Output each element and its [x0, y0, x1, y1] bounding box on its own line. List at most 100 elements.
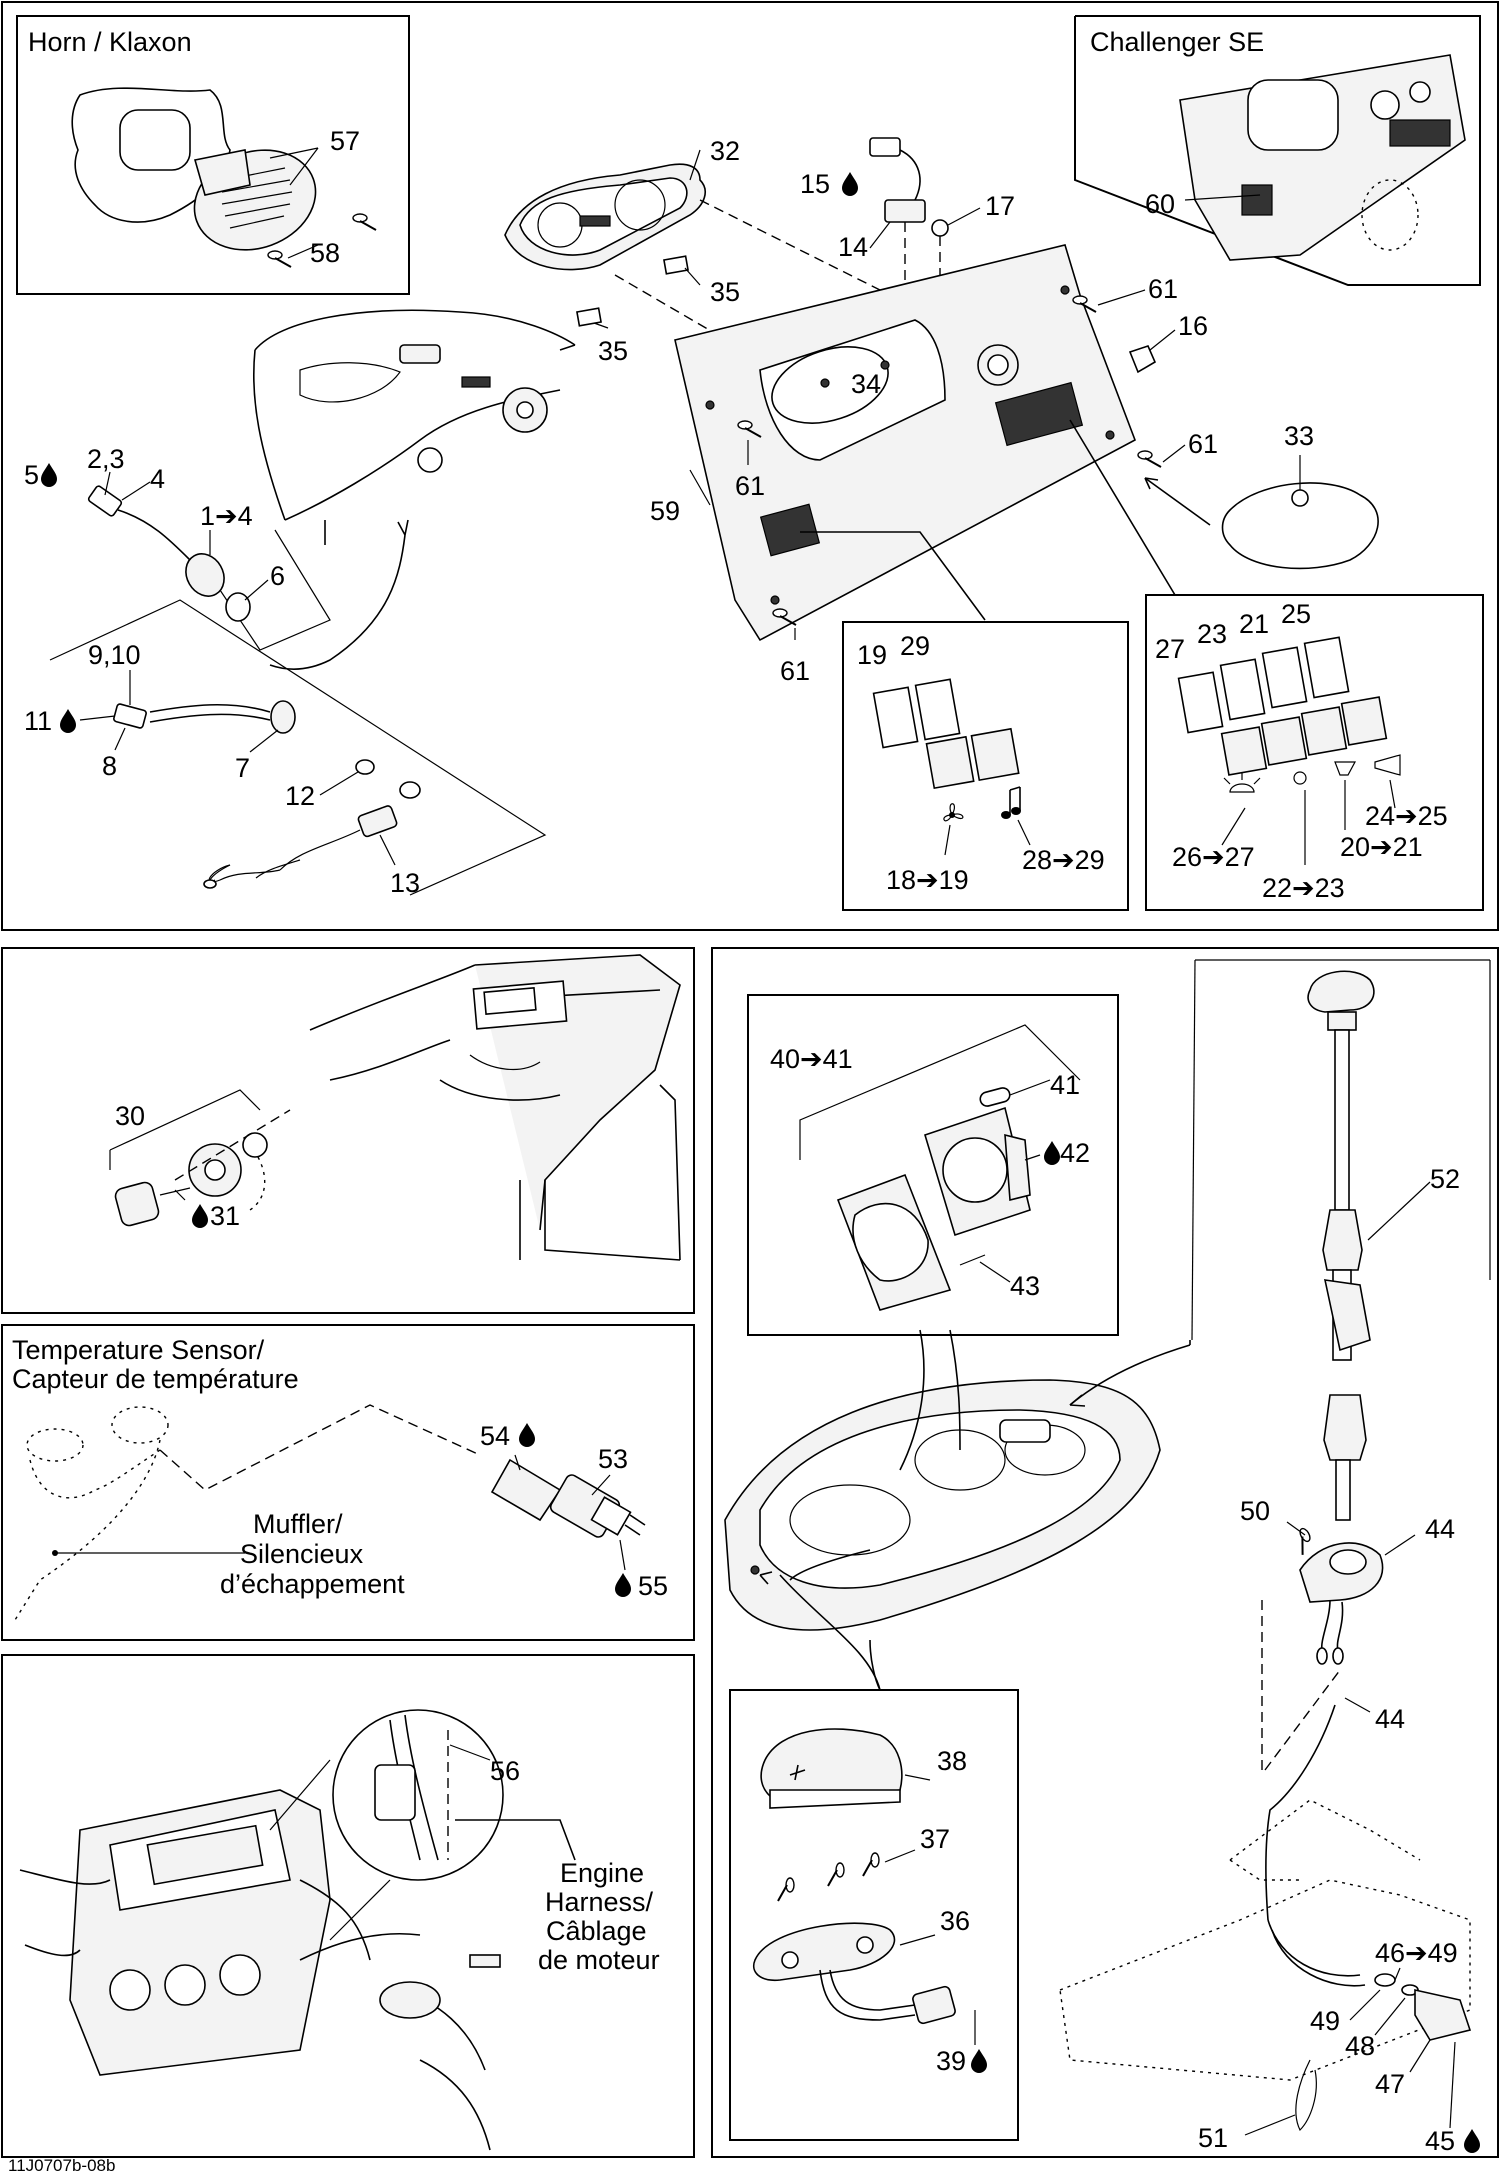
callout-34: 34	[851, 369, 881, 399]
callout-31: 31	[210, 1201, 240, 1231]
callout-16: 16	[1178, 311, 1208, 341]
top-panel-frame	[1, 1, 1499, 931]
callout-28-29: 28➔29	[1022, 845, 1105, 875]
callout-22-23: 22➔23	[1262, 873, 1345, 903]
callout-42: 42	[1060, 1138, 1090, 1168]
callout-32: 32	[710, 136, 740, 166]
harness-label-2: Harness/	[545, 1887, 654, 1917]
callout-13: 13	[390, 868, 420, 898]
dash-panel: 59 34	[650, 244, 1136, 642]
callout-8: 8	[102, 751, 117, 781]
callout-36: 36	[940, 1906, 970, 1936]
callout-25: 25	[1281, 599, 1311, 629]
callout-57: 57	[330, 126, 360, 156]
callout-15: 15	[800, 169, 830, 199]
callout-61-a: 61	[1148, 274, 1178, 304]
callout-9-10: 9,10	[88, 640, 141, 670]
callout-49: 49	[1310, 2006, 1340, 2036]
harness-label-4: de moteur	[538, 1945, 660, 1975]
callout-19: 19	[857, 640, 887, 670]
harness-panel-frame	[1, 1654, 695, 2158]
callout-2-3: 2,3	[87, 444, 125, 474]
callout-11: 11	[24, 706, 52, 736]
callout-24-25: 24➔25	[1365, 801, 1448, 831]
callout-21: 21	[1239, 609, 1269, 639]
diagram-code: 11J0707b-08b	[8, 2156, 115, 2175]
gauge-cluster: 32 35 35	[504, 136, 740, 366]
callout-44-b: 44	[1375, 1704, 1405, 1734]
horn-title: Horn / Klaxon	[28, 27, 192, 57]
callout-52: 52	[1430, 1164, 1460, 1194]
callout-5: 5	[24, 460, 39, 490]
callout-61-d: 61	[780, 656, 810, 686]
callout-17: 17	[985, 191, 1015, 221]
callout-55: 55	[638, 1571, 668, 1601]
muffler-label-2: Silencieux	[240, 1539, 364, 1569]
callout-43: 43	[1010, 1271, 1040, 1301]
callout-26-27: 26➔27	[1172, 842, 1255, 872]
harness-label-3: Câblage	[546, 1916, 647, 1946]
callout-14: 14	[838, 232, 868, 262]
callout-61-b: 61	[735, 471, 765, 501]
muffler-label-3: d’échappement	[220, 1569, 405, 1599]
callout-7: 7	[235, 753, 250, 783]
callout-18-19: 18➔19	[886, 865, 969, 895]
horn-icon	[1374, 754, 1401, 776]
callout-37: 37	[920, 1824, 950, 1854]
callout-46-49: 46➔49	[1375, 1938, 1458, 1968]
stern-light-pole: 52 50 44 44 46➔49 49 48 47	[1059, 959, 1491, 2156]
callout-53: 53	[598, 1444, 628, 1474]
callout-40-41: 40➔41	[770, 1044, 853, 1074]
temp-sensor-subpanel: Temperature Sensor/ Capteur de températu…	[12, 1335, 668, 1621]
callout-54: 54	[480, 1421, 510, 1451]
challenger-subpanel: Challenger SE 60	[1074, 15, 1481, 286]
switch-box-left: 19 29 18➔19 28➔29	[842, 621, 1129, 911]
callout-59: 59	[650, 496, 680, 526]
callout-4: 4	[150, 464, 165, 494]
nav-light-box: 38 37 36 39	[729, 1689, 1019, 2141]
console-sketch	[252, 309, 576, 670]
temp-title-1: Temperature Sensor/	[12, 1335, 265, 1365]
challenger-title: Challenger SE	[1090, 27, 1264, 57]
socket-subpanel: 30 31	[109, 954, 681, 1261]
callout-41: 41	[1050, 1070, 1080, 1100]
light-icon	[1223, 772, 1261, 793]
key-switch-group: 5 2,3 4 1➔4 6	[24, 444, 331, 651]
temp-title-2: Capteur de température	[12, 1364, 299, 1394]
callout-35-a: 35	[710, 277, 740, 307]
callout-60: 60	[1145, 189, 1175, 219]
callout-35-b: 35	[598, 336, 628, 366]
music-note-icon	[1001, 786, 1021, 819]
callout-30: 30	[115, 1101, 145, 1131]
callout-48: 48	[1345, 2031, 1375, 2061]
fan-icon	[943, 803, 964, 822]
callout-29: 29	[900, 631, 930, 661]
switch-box-right: 27 23 21 25 26➔27 22➔23 20➔21 24➔25	[1145, 594, 1484, 911]
callout-47: 47	[1375, 2069, 1405, 2099]
temp-panel-frame	[1, 1324, 695, 1641]
callout-56: 56	[490, 1756, 520, 1786]
socket-panel-frame	[1, 947, 695, 1314]
callout-50: 50	[1240, 1496, 1270, 1526]
callout-23: 23	[1197, 619, 1227, 649]
horn-subpanel: Horn / Klaxon 57 58	[16, 15, 410, 295]
callout-58: 58	[310, 238, 340, 268]
lights-panel-frame	[711, 947, 1499, 2158]
drain-box: 40➔41 41 42 43	[747, 994, 1119, 1336]
callout-61-c: 61	[1188, 429, 1218, 459]
muffler-label-1: Muffler/	[253, 1509, 343, 1539]
callout-38: 38	[937, 1746, 967, 1776]
callout-44-a: 44	[1425, 1514, 1455, 1544]
callout-27: 27	[1155, 634, 1185, 664]
callout-1-4: 1➔4	[200, 501, 253, 531]
callout-33: 33	[1284, 421, 1314, 451]
callout-6: 6	[270, 561, 285, 591]
boat-hull	[724, 1329, 1191, 1691]
callout-51: 51	[1198, 2123, 1228, 2153]
callout-20-21: 20➔21	[1340, 832, 1423, 862]
lanyard-group: 9,10 11 8 7 12 13	[24, 599, 547, 898]
callout-12: 12	[285, 781, 315, 811]
callout-39: 39	[936, 2046, 966, 2076]
callout-45: 45	[1425, 2126, 1455, 2156]
